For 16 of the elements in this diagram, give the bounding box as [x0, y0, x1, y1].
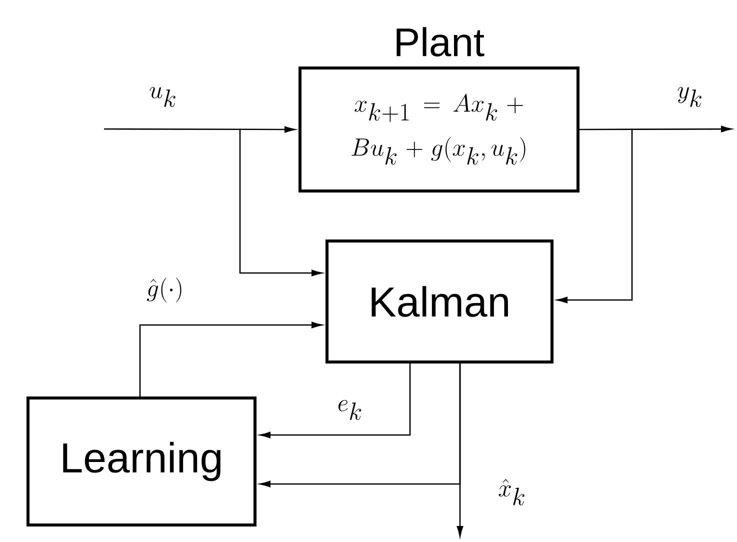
- edge-label: $\hat{g}(\cdot)$: [145, 276, 185, 304]
- arrow: [580, 126, 732, 132]
- arrow: [239, 129, 322, 276]
- edge-label: $y_k$: [676, 86, 704, 108]
- edge-label: $u_k$: [148, 86, 178, 108]
- edge-label: $e_k$: [336, 399, 364, 421]
- block-box: $x_{k+1} = Ax_k + Bu_k + g(x_k,u_k)$: [298, 66, 580, 192]
- block-box: Kalman: [326, 240, 554, 364]
- edge-label: $\hat{x}_k$: [497, 478, 527, 506]
- block-title: Plant: [396, 27, 484, 56]
- block-box: Learning: [26, 396, 256, 526]
- arrow: [260, 364, 411, 438]
- arrow: [104, 126, 296, 133]
- arrow: [260, 364, 461, 488]
- arrow: [556, 130, 633, 304]
- arrow: [139, 322, 322, 396]
